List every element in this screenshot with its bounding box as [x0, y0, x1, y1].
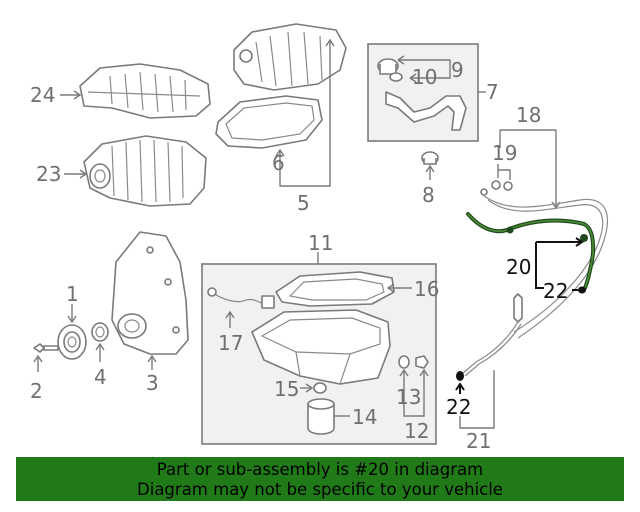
part-15-adapter[interactable]	[313, 382, 327, 394]
callout-7: 7	[486, 80, 499, 104]
banner-line-1: Part or sub-assembly is #20 in diagram	[156, 460, 484, 479]
note-banner: Part or sub-assembly is #20 in diagram D…	[16, 457, 624, 501]
part-10-seal[interactable]	[389, 72, 403, 82]
part-23-intake-manifold[interactable]	[83, 135, 207, 207]
part-20-oil-level-indicator-tube[interactable]	[466, 212, 596, 292]
part-20-end-fitting	[580, 234, 588, 242]
part-21-dipstick[interactable]	[461, 293, 523, 377]
banner-line-2: Diagram may not be specific to your vehi…	[137, 480, 503, 499]
callout-5: 5	[297, 191, 310, 215]
callout-14: 14	[352, 405, 377, 429]
callout-18: 18	[516, 103, 541, 127]
part-22-o-ring-lower[interactable]	[456, 371, 464, 381]
callout-13: 13	[396, 385, 421, 409]
callout-16: 16	[414, 277, 439, 301]
callout-9: 9	[451, 58, 464, 82]
callout-23: 23	[36, 162, 61, 186]
part-8-plug[interactable]	[421, 151, 439, 165]
callout-20: 20	[506, 255, 531, 279]
part-12-washer[interactable]	[415, 355, 429, 369]
callout-15: 15	[274, 377, 299, 401]
part-24-engine-cover[interactable]	[79, 63, 211, 119]
callout-24: 24	[30, 83, 55, 107]
callout-3: 3	[146, 371, 159, 395]
callout-12: 12	[404, 419, 429, 443]
part-17-oil-level-sensor[interactable]	[207, 287, 275, 309]
callout-22-lower: 22	[446, 395, 471, 419]
part-1-balancer[interactable]	[57, 324, 87, 360]
callout-21: 21	[466, 429, 491, 453]
callout-17: 17	[218, 331, 243, 355]
callout-2: 2	[30, 379, 43, 403]
part-14-oil-filter[interactable]	[307, 398, 335, 435]
part-5-valve-cover[interactable]	[233, 23, 347, 91]
callout-4: 4	[94, 365, 107, 389]
part-13-drain-plug[interactable]	[398, 355, 410, 369]
part-18-dipstick-tube-outer[interactable]	[483, 195, 609, 339]
part-oil-pan[interactable]	[251, 309, 391, 385]
part-6-valve-cover-gasket[interactable]	[215, 95, 323, 149]
part-16-windage-tray[interactable]	[275, 271, 395, 307]
callout-19: 19	[492, 141, 517, 165]
callout-22-upper: 22	[543, 279, 568, 303]
callout-6: 6	[272, 151, 285, 175]
part-19-bolts[interactable]	[480, 180, 513, 196]
part-22-o-ring-upper[interactable]	[578, 286, 586, 294]
callout-1: 1	[66, 282, 79, 306]
callout-10: 10	[412, 65, 437, 89]
part-3-timing-cover[interactable]	[111, 231, 189, 355]
callout-11: 11	[308, 231, 333, 255]
part-4-front-seal[interactable]	[91, 322, 109, 342]
callout-8: 8	[422, 183, 435, 207]
part-7-hose[interactable]	[385, 91, 467, 131]
part-9-oil-fill-cap[interactable]	[377, 58, 399, 75]
part-2-bolt[interactable]	[33, 343, 59, 353]
